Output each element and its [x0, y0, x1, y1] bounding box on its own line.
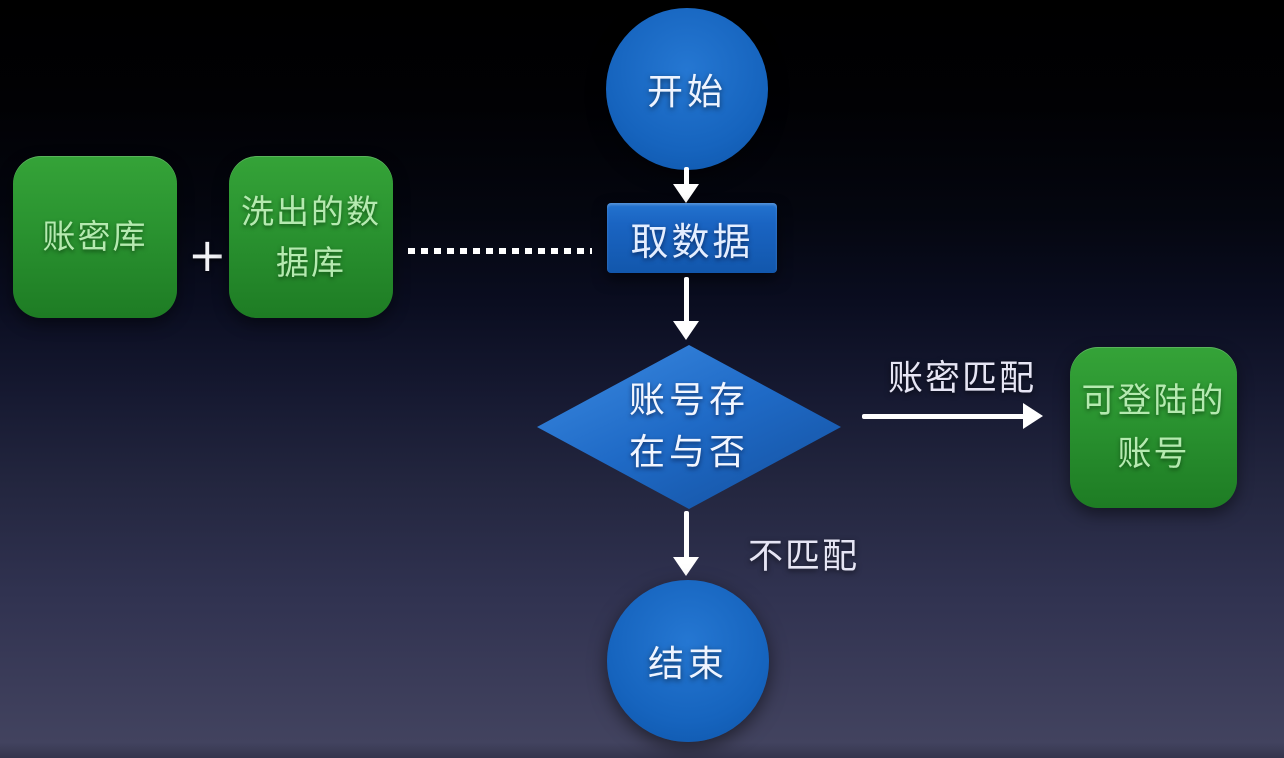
- arrow-decision-to-end-head-icon: [673, 557, 699, 576]
- source-db-label: 账密库: [42, 217, 148, 257]
- cleaned-db-node: 洗出的数据库: [229, 156, 393, 318]
- fetch-data-node: 取数据: [607, 203, 777, 273]
- start-node: 开始: [606, 8, 768, 170]
- arrow-start-to-fetch-stem: [684, 167, 689, 186]
- result-label: 可登陆的账号: [1081, 380, 1226, 474]
- arrow-start-to-fetch-head-icon: [673, 184, 699, 203]
- arrow-decision-to-result-head-icon: [1023, 403, 1043, 429]
- arrow-decision-to-end-stem: [684, 511, 689, 559]
- plus-operator: +: [188, 228, 227, 282]
- no-match-branch-label: 不匹配: [748, 537, 860, 577]
- end-node: 结束: [607, 580, 769, 742]
- decision-node: 账号存在与否: [537, 345, 841, 509]
- start-node-label: 开始: [646, 72, 727, 113]
- dotted-connector: [408, 248, 592, 254]
- arrow-fetch-to-decision-stem: [684, 277, 689, 323]
- source-db-node: 账密库: [13, 156, 177, 318]
- cleaned-db-label: 洗出的数据库: [241, 191, 381, 282]
- fetch-data-label: 取数据: [630, 219, 754, 264]
- decision-label: 账号存在与否: [628, 379, 749, 473]
- arrow-decision-to-result-stem: [862, 414, 1025, 419]
- end-node-label: 结束: [647, 644, 728, 685]
- arrow-fetch-to-decision-head-icon: [673, 321, 699, 340]
- result-node: 可登陆的账号: [1070, 347, 1237, 508]
- match-branch-label: 账密匹配: [888, 359, 1037, 399]
